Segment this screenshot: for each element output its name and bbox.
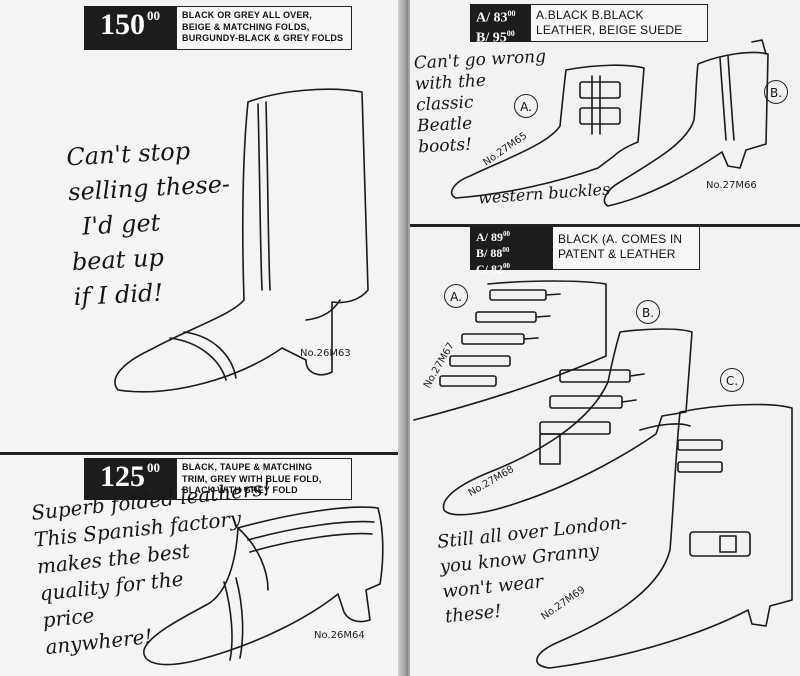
- description-line: LEATHER, BEIGE SUEDE: [536, 23, 683, 37]
- right-page: A/ 8300 B/ 9500 A.BLACK B.BLACK LEATHER,…: [410, 0, 800, 676]
- description-line: BEIGE & MATCHING FOLDS,: [182, 21, 310, 32]
- model-number-27m66: No.27M66: [706, 180, 757, 191]
- price-a: A/ 89: [476, 230, 503, 244]
- left-page: 150 00 BLACK OR GREY ALL OVER, BEIGE & M…: [0, 0, 404, 676]
- handwritten-note-27m69: Still all over London- you know Granny w…: [436, 510, 636, 629]
- price-cents: 00: [502, 246, 510, 254]
- handwritten-note-26m64: Superb folded leathers! This Spanish fac…: [30, 475, 286, 661]
- description-line: BLACK, TAUPE & MATCHING: [182, 462, 313, 472]
- description-line: BLACK WITH GREY FOLD: [182, 485, 298, 495]
- price-cents: 00: [147, 8, 160, 23]
- price-amount: 125: [100, 460, 145, 493]
- description-line: A.BLACK B.BLACK: [536, 8, 644, 22]
- chelsea-boot-sketch-27m66: [603, 39, 769, 207]
- section-divider: [0, 452, 404, 455]
- label-c-27m69: C.: [720, 368, 744, 392]
- boot-sketch-26m63: [114, 88, 369, 393]
- description-line: BLACK (A. COMES IN: [558, 232, 683, 246]
- price-b: B/ 88: [476, 246, 503, 260]
- price-cents: 00: [507, 9, 516, 18]
- description-line: PATENT & LEATHER: [558, 247, 676, 261]
- price-27m65-27m66: A/ 8300 B/ 9500: [470, 4, 530, 46]
- description-line: TRIM, GREY WITH BLUE FOLD,: [182, 473, 322, 484]
- price-a: A/ 83: [476, 10, 508, 26]
- description-27m65-27m66: A.BLACK B.BLACK LEATHER, BEIGE SUEDE: [530, 4, 708, 42]
- buckle-boot-sketch-27m69: [536, 403, 793, 669]
- loafer-sketch-26m64: [143, 506, 384, 666]
- price-cents: 00: [503, 230, 510, 238]
- price-150: 150 00: [84, 6, 176, 50]
- description-26m64: BLACK, TAUPE & MATCHING TRIM, GREY WITH …: [176, 458, 352, 500]
- description-27m67-27m69: BLACK (A. COMES IN PATENT & LEATHER: [552, 226, 700, 270]
- model-number-26m64: No.26M64: [314, 630, 365, 641]
- description-26m63: BLACK OR GREY ALL OVER, BEIGE & MATCHING…: [176, 6, 352, 50]
- strap-boot-sketch-27m68: [442, 328, 693, 516]
- section-divider: [410, 224, 800, 227]
- label-a-27m65: A.: [514, 94, 538, 118]
- model-number-26m63: No.26M63: [300, 348, 351, 359]
- price-cents: 00: [506, 28, 515, 38]
- price-cents: 00: [503, 262, 510, 270]
- label-a-27m67: A.: [444, 284, 468, 308]
- price-27m67-27m69: A/ 8900 B/ 8800 C/ 8200: [470, 226, 552, 276]
- price-c: C/ 82: [476, 262, 503, 276]
- price-b: B/ 95: [476, 30, 507, 46]
- label-b-27m66: B.: [764, 80, 788, 104]
- description-line: BLACK OR GREY ALL OVER,: [182, 10, 312, 20]
- strap-boot-sketch-27m67: [413, 280, 607, 421]
- price-125: 125 00: [84, 458, 176, 500]
- price-amount: 150: [100, 8, 145, 41]
- price-cents: 00: [147, 460, 160, 475]
- buckle-boot-sketch-27m65: [450, 64, 645, 199]
- description-line: BURGUNDY-BLACK & GREY FOLDS: [182, 33, 344, 43]
- label-b-27m68: B.: [636, 300, 660, 324]
